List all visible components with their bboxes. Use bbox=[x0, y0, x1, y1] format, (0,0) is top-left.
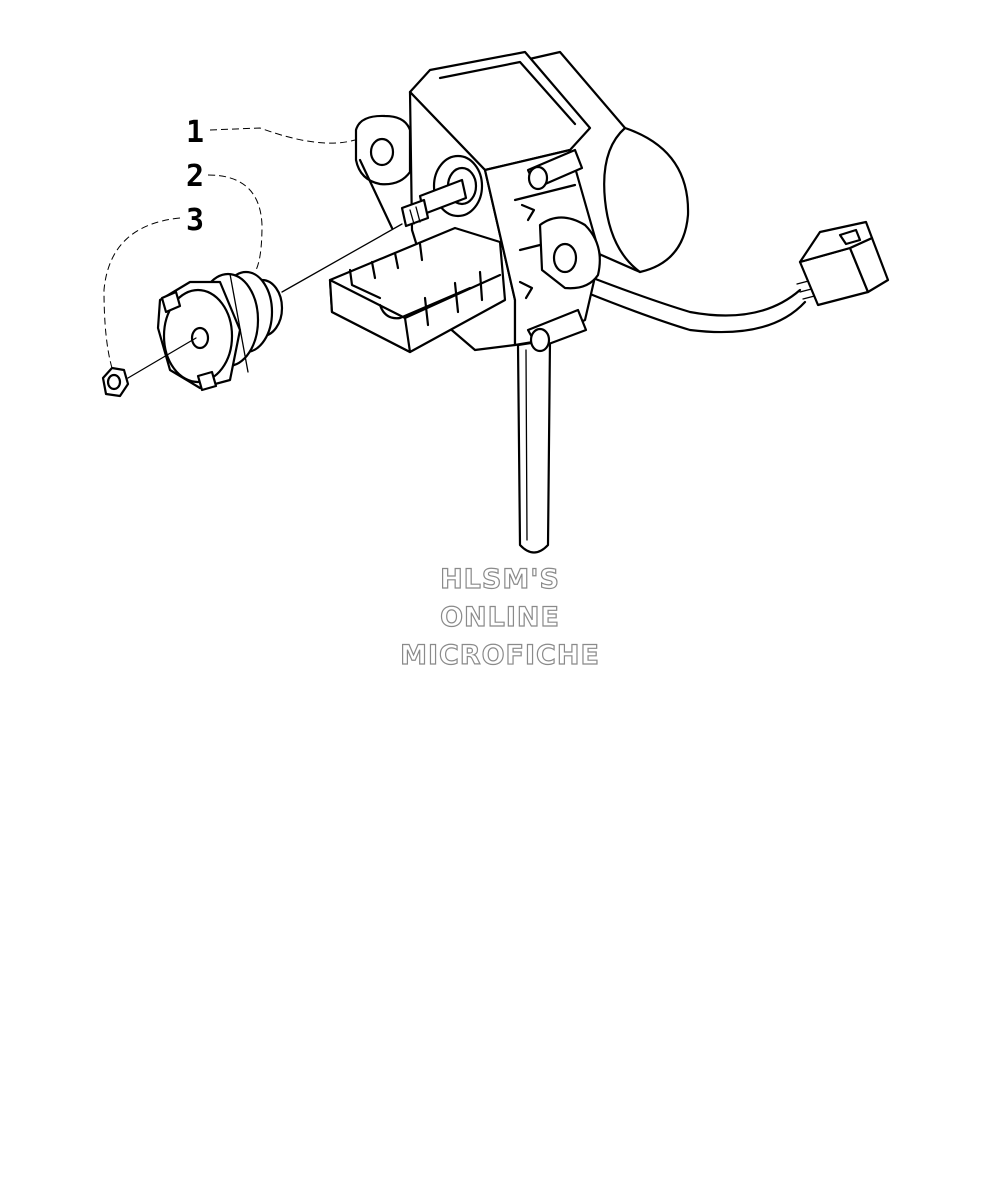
electrical-connector bbox=[798, 220, 890, 307]
watermark-line-1: HLSM'S bbox=[440, 564, 560, 595]
shaft bbox=[516, 338, 552, 554]
watermark-line-2: ONLINE bbox=[440, 602, 560, 633]
knob-assembly bbox=[156, 270, 284, 392]
leader-line-2 bbox=[207, 174, 263, 273]
callout-2: 2 bbox=[186, 159, 204, 194]
leader-line-1 bbox=[209, 127, 356, 144]
wire-harness bbox=[583, 273, 827, 334]
leader-line-3 bbox=[103, 217, 181, 369]
small-nut bbox=[101, 366, 130, 398]
watermark: HLSM'S ONLINE MICROFICHE bbox=[399, 563, 600, 671]
assembly-centerline-nut bbox=[127, 337, 197, 379]
mounting-bracket bbox=[328, 226, 507, 354]
watermark-line-3: MICROFICHE bbox=[400, 640, 600, 671]
callout-1: 1 bbox=[186, 115, 204, 150]
assembly-centerline-knob bbox=[281, 223, 403, 293]
callout-3: 3 bbox=[186, 203, 204, 238]
